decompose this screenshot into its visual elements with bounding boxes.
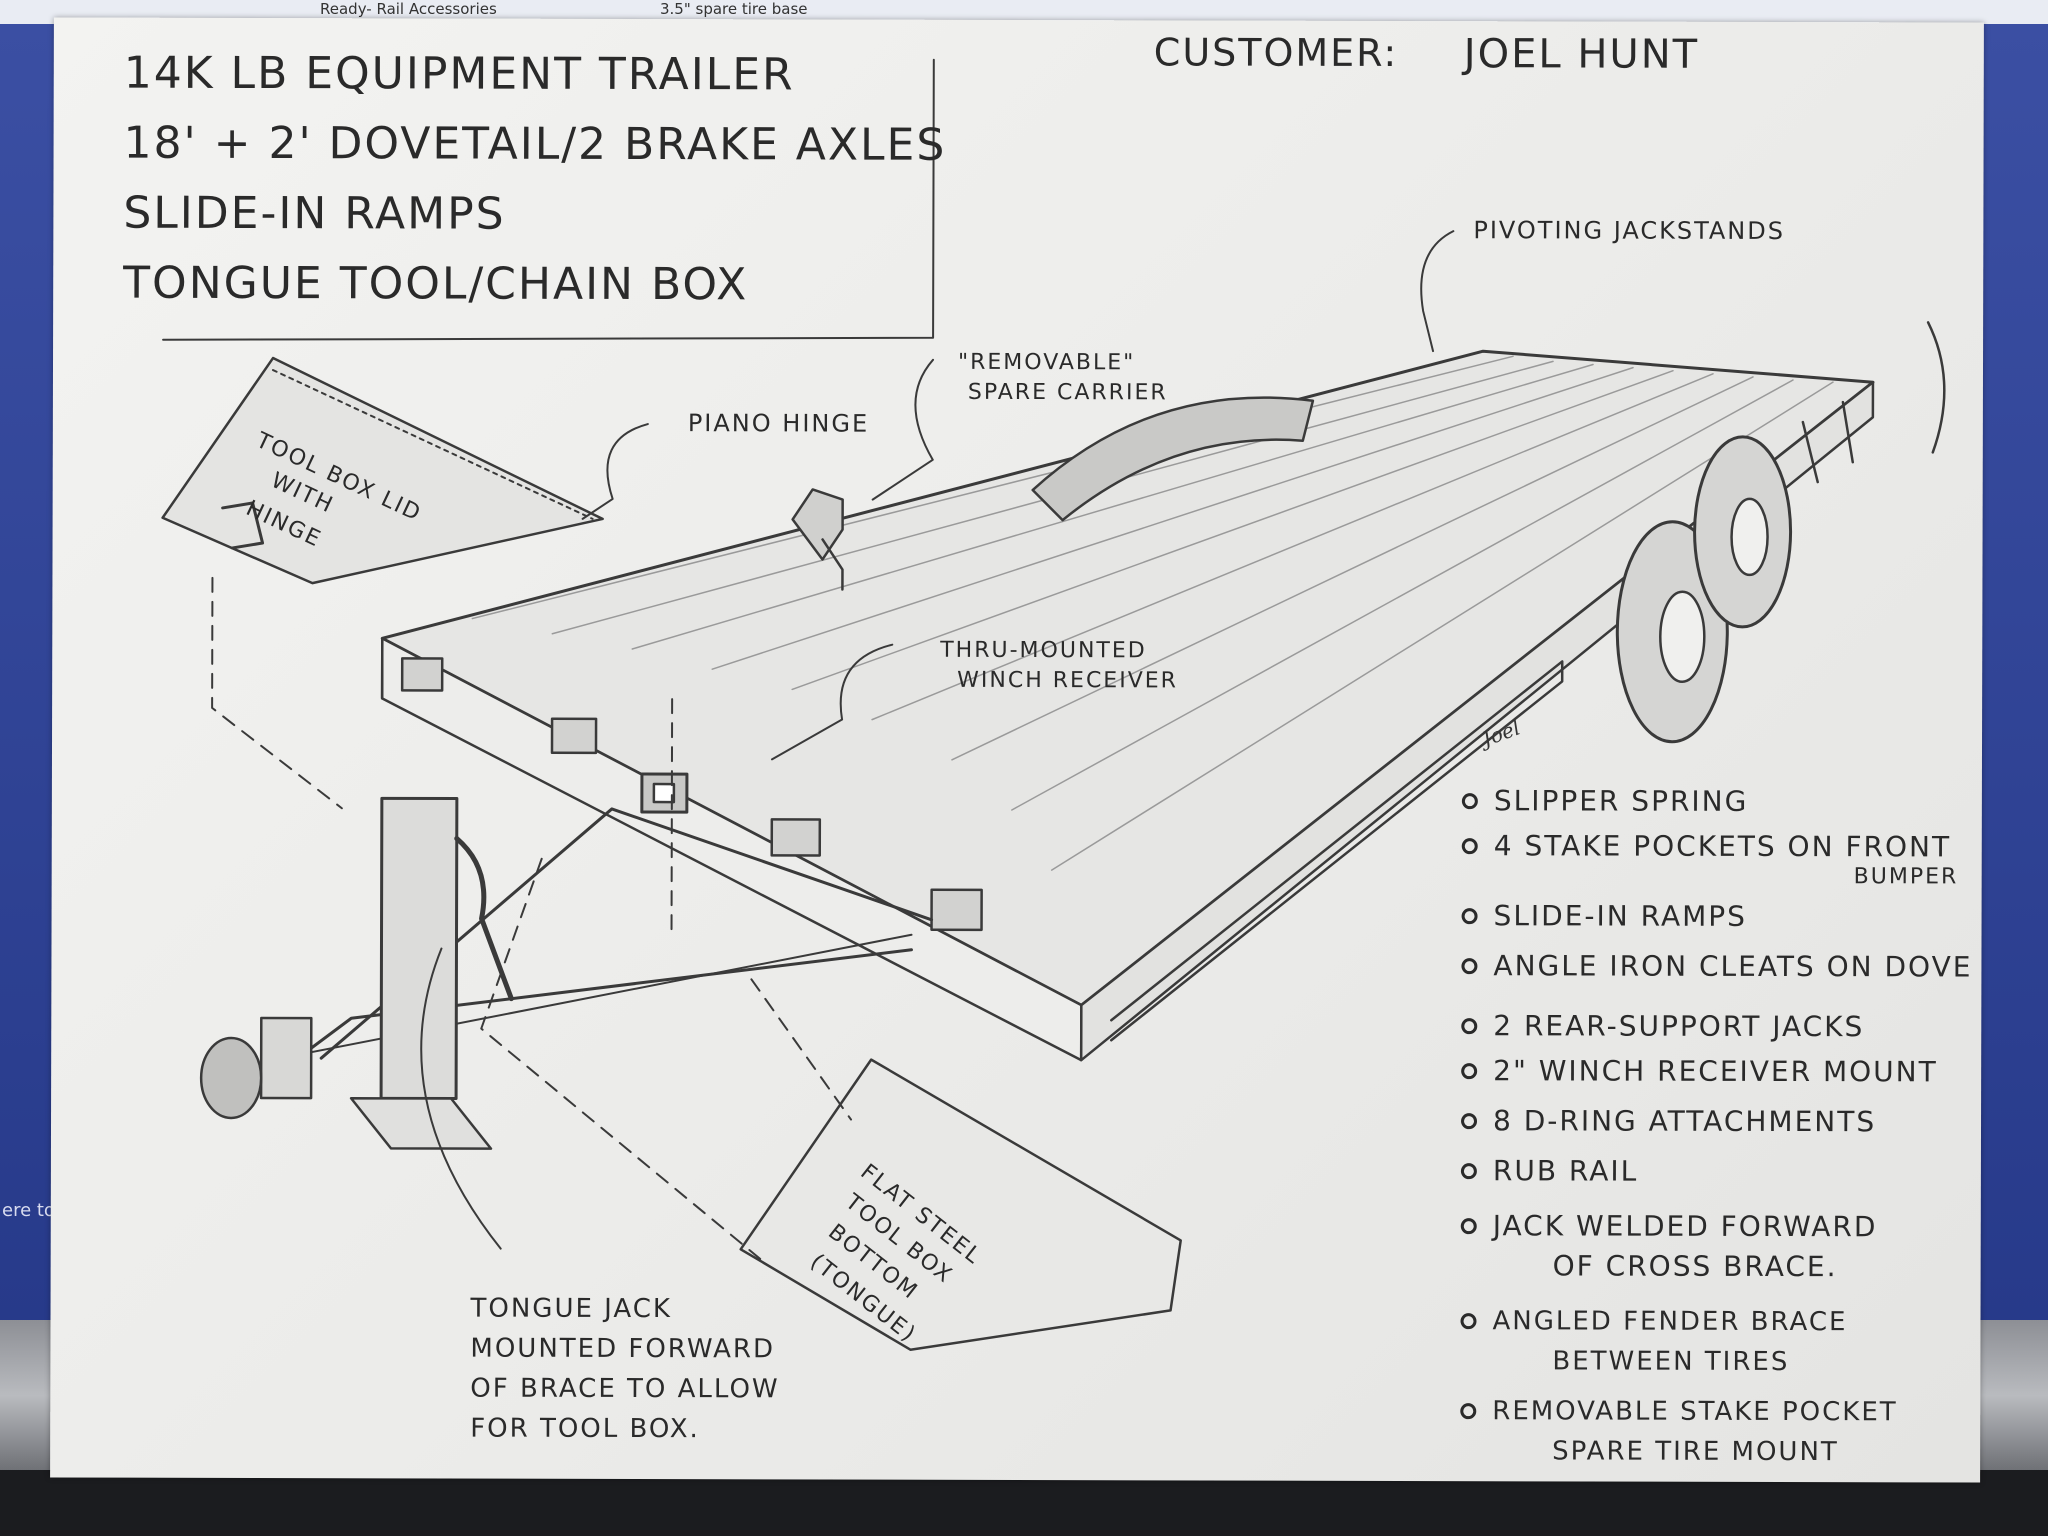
trailer-sketch bbox=[161, 58, 1946, 1351]
feature-item: 2" Winch Receiver Mount bbox=[1461, 1051, 1938, 1092]
feature-item: Jack Welded Forward of Cross Brace. bbox=[1460, 1206, 1878, 1287]
feature-text: 2 Rear-Support Jacks bbox=[1493, 1009, 1865, 1044]
monitor-screen-right bbox=[1978, 24, 2048, 1324]
feature-item: Slipper Spring bbox=[1461, 781, 1749, 822]
callout-removable-spare: "Removable" bbox=[957, 349, 1136, 376]
feature-text: Angle Iron Cleats on Dove bbox=[1493, 949, 1973, 984]
feature-text: Angled Fender Brace bbox=[1492, 1306, 1848, 1338]
bullet-icon bbox=[1461, 1113, 1478, 1130]
bullet-icon bbox=[1460, 1313, 1477, 1330]
feature-text: Spare Tire Mount bbox=[1552, 1436, 1839, 1468]
bullet-icon bbox=[1460, 1218, 1477, 1235]
screen-side-text: ere to bbox=[2, 1200, 55, 1221]
browser-tab-label[interactable]: 3.5" spare tire base bbox=[660, 0, 808, 18]
feature-item: Angle Iron Cleats on Dove bbox=[1461, 946, 1973, 987]
callout-removable-spare: Spare Carrier bbox=[967, 379, 1168, 406]
feature-item: 8 D-Ring Attachments bbox=[1461, 1101, 1876, 1142]
bullet-icon bbox=[1461, 1018, 1478, 1035]
bullet-icon bbox=[1461, 793, 1478, 810]
feature-text: Between Tires bbox=[1552, 1346, 1790, 1378]
feature-text: Removable Stake Pocket bbox=[1492, 1396, 1898, 1428]
feature-text: of Cross Brace. bbox=[1552, 1249, 1838, 1284]
browser-tab-label[interactable]: Ready- Rail Accessories bbox=[320, 0, 497, 18]
callout-tongue-jack: Mounted Forward bbox=[470, 1333, 776, 1365]
feature-text: 8 D-Ring Attachments bbox=[1492, 1104, 1877, 1139]
callout-tongue-jack: For Tool Box. bbox=[470, 1413, 700, 1445]
title-line: Tongue Tool/Chain Box bbox=[123, 257, 749, 311]
feature-text: Bumper bbox=[1853, 864, 1959, 890]
callout-tongue-jack: Tongue Jack bbox=[470, 1293, 672, 1325]
feature-item: Angled Fender Brace Between Tires bbox=[1460, 1301, 1847, 1382]
bullet-icon bbox=[1461, 958, 1478, 975]
feature-text: Rub Rail bbox=[1492, 1154, 1639, 1188]
feature-text: 4 Stake Pockets on Front bbox=[1493, 829, 1952, 864]
bullet-icon bbox=[1460, 1403, 1477, 1420]
feature-item: 4 Stake Pockets on Front Bumper bbox=[1461, 826, 1959, 890]
customer-label: Customer: bbox=[1153, 30, 1399, 75]
callout-pivoting-jackstands: Pivoting Jackstands bbox=[1473, 216, 1786, 246]
sketch-paper: 14K lb Equipment Trailer 18' + 2' Doveta… bbox=[50, 17, 1984, 1483]
feature-text: Slipper Spring bbox=[1493, 784, 1749, 818]
feature-item: Removable Stake Pocket Spare Tire Mount bbox=[1460, 1391, 1898, 1472]
feature-item: Slide-in Ramps bbox=[1461, 896, 1748, 937]
title-line: 18' + 2' Dovetail/2 Brake Axles bbox=[123, 117, 947, 171]
bullet-icon bbox=[1461, 1063, 1478, 1080]
feature-text: 2" Winch Receiver Mount bbox=[1493, 1054, 1938, 1089]
title-line: 14K lb Equipment Trailer bbox=[123, 47, 795, 101]
feature-item: Rub Rail bbox=[1460, 1151, 1639, 1191]
bullet-icon bbox=[1461, 838, 1478, 855]
feature-item: 2 Rear-Support Jacks bbox=[1461, 1006, 1864, 1047]
customer-name: Joel Hunt bbox=[1463, 31, 1700, 78]
callout-winch-receiver: Winch Receiver bbox=[957, 667, 1178, 694]
feature-text: Slide-in Ramps bbox=[1493, 899, 1748, 933]
callout-winch-receiver: Thru-Mounted bbox=[940, 637, 1147, 664]
title-line: Slide-in Ramps bbox=[123, 187, 506, 240]
bullet-icon bbox=[1460, 1163, 1477, 1180]
callout-piano-hinge: Piano Hinge bbox=[687, 409, 870, 438]
monitor-screen-left bbox=[0, 24, 60, 1324]
feature-text: Jack Welded Forward bbox=[1492, 1209, 1878, 1244]
bullet-icon bbox=[1461, 908, 1478, 925]
callout-tongue-jack: of Brace to Allow bbox=[470, 1373, 780, 1405]
